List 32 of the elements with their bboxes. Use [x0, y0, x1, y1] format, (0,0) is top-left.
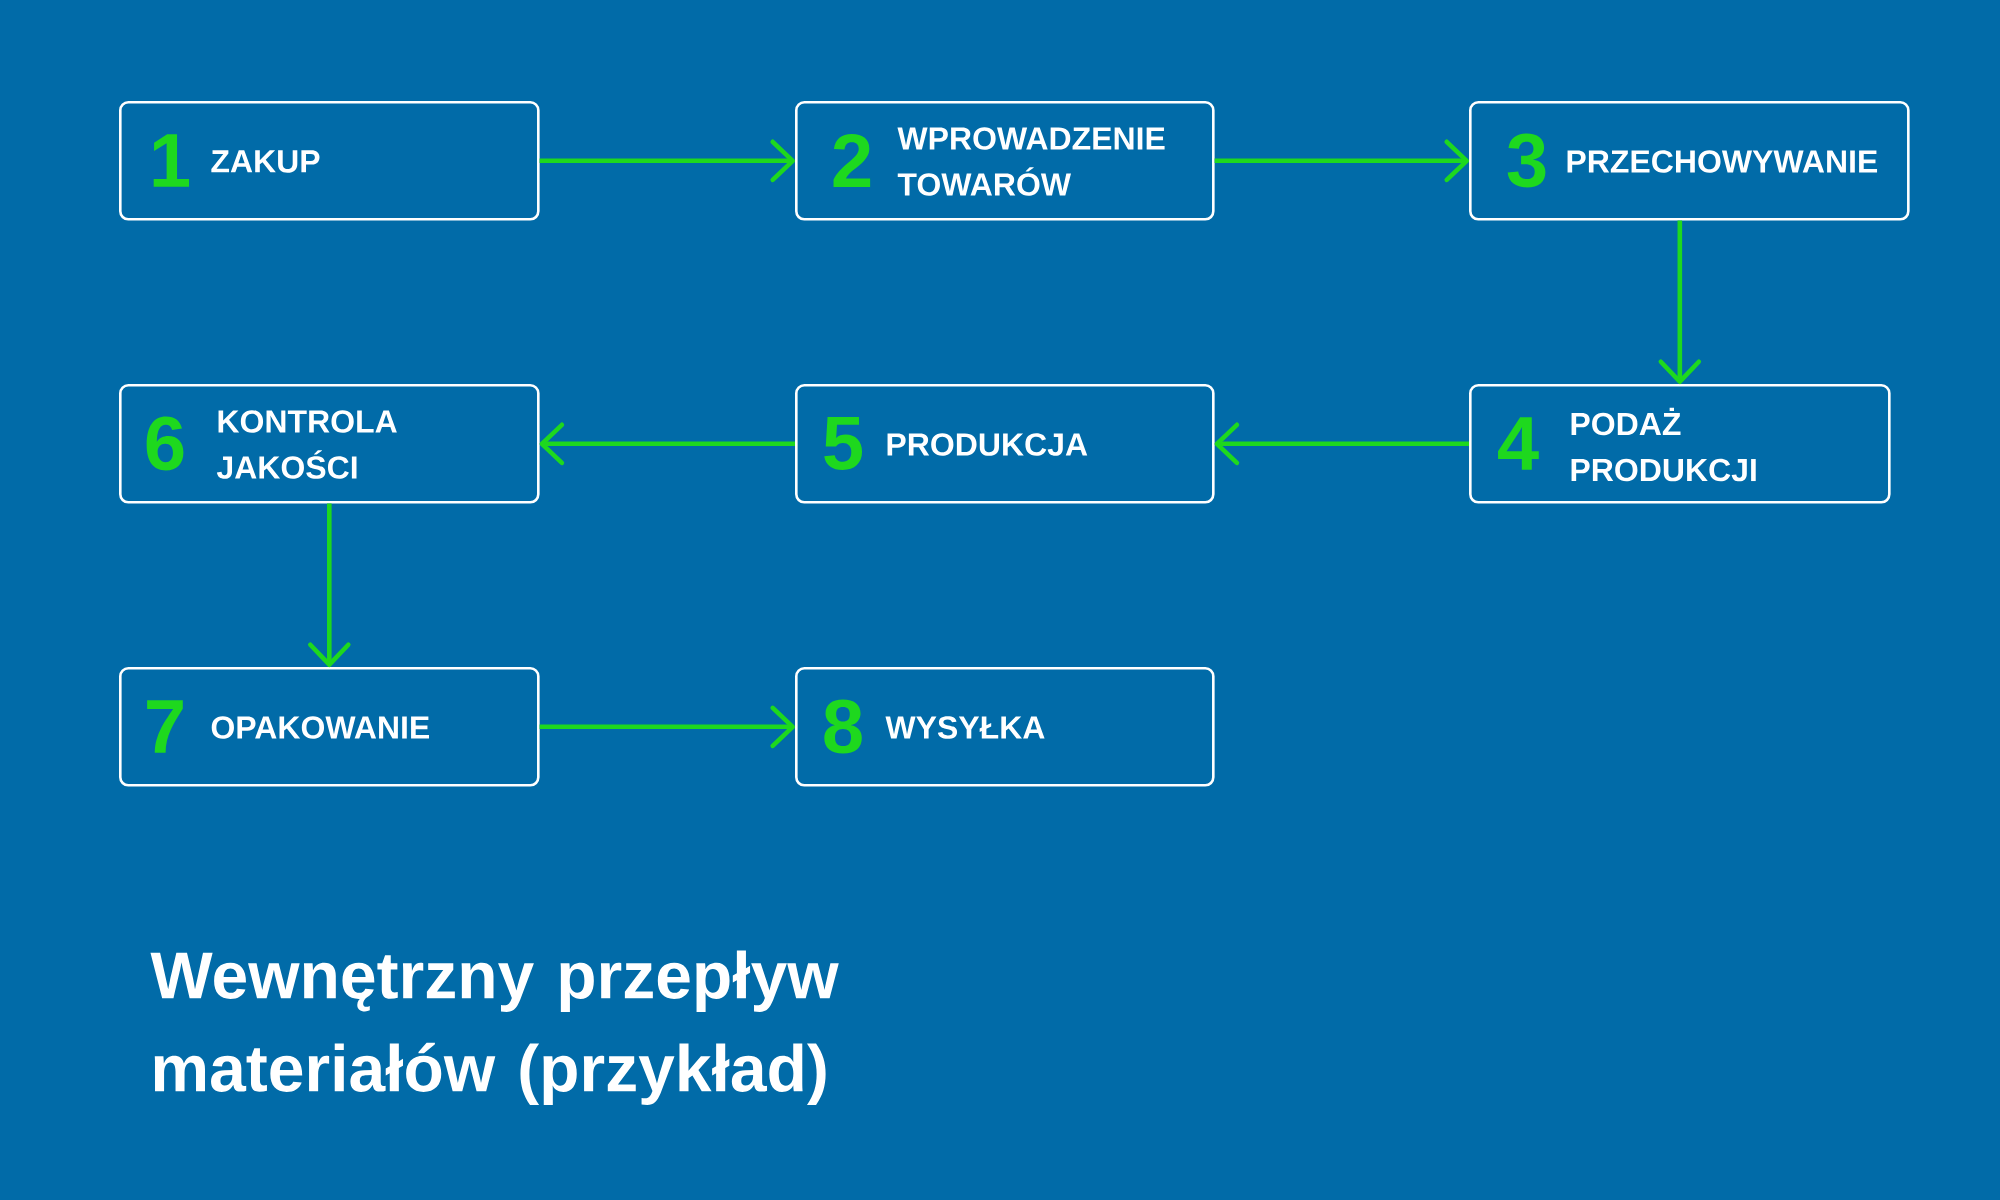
step-label: PRZECHOWYWANIE: [1567, 150, 1878, 173]
step-number: 2: [833, 133, 871, 188]
step-number: 8: [824, 699, 862, 754]
process-box: [795, 101, 1215, 221]
process-box: [795, 384, 1215, 504]
step-number: 3: [1507, 133, 1546, 188]
step-number: 4: [1498, 417, 1539, 470]
process-box: [119, 101, 540, 221]
step-label: WPROWADZENIE TOWARÓW: [897, 127, 1165, 196]
process-box: [1469, 101, 1910, 221]
arrow: [1658, 220, 1702, 384]
step-number: 7: [147, 700, 183, 753]
step-number: 1: [153, 134, 189, 187]
step-label: WYSYŁKA: [885, 716, 1045, 739]
arrow: [539, 705, 795, 749]
arrow: [539, 422, 795, 466]
step-number: 5: [824, 417, 863, 471]
step-number: 6: [146, 416, 184, 471]
step-label: OPAKOWANIE: [211, 716, 429, 739]
step-label: ZAKUP: [211, 150, 320, 173]
title: Wewnętrzny przepływ materiałów (przykład): [150, 950, 839, 1105]
step-label: PODAŻ PRODUKCJI: [1571, 407, 1756, 482]
step-label: PRODUKCJA: [887, 433, 1088, 456]
process-box: [795, 667, 1215, 787]
arrow: [308, 503, 351, 667]
process-box: [119, 384, 540, 504]
step-label: KONTROLA JAKOŚCI: [216, 410, 397, 479]
arrow: [539, 139, 795, 183]
arrow: [1214, 139, 1469, 183]
process-box: [119, 667, 540, 787]
arrow: [1214, 422, 1469, 466]
process-box: [1469, 384, 1891, 504]
